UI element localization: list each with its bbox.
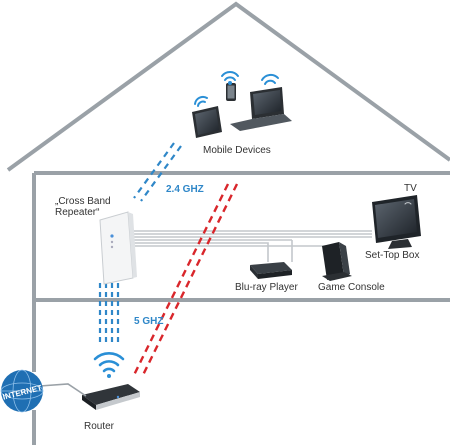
bluray-label: Blu-ray Player [235, 282, 298, 293]
phone-icon [226, 83, 236, 101]
tv-icon [372, 195, 421, 249]
wifi-icon [221, 71, 239, 85]
internet-cable [39, 383, 87, 397]
wifi-icon [93, 352, 125, 378]
router-label: Router [84, 421, 115, 432]
tablet-icon [192, 106, 222, 138]
repeater-label-line1: „Cross Band [55, 196, 111, 207]
wifi-icon [404, 202, 412, 205]
direct-link-dashed [132, 183, 239, 376]
tv-label: TV [404, 183, 417, 194]
set-top-box-label: Set-Top Box [365, 250, 420, 261]
wifi-icon [194, 95, 208, 107]
game-console-icon [322, 242, 352, 281]
band-5-link [98, 283, 120, 346]
mobile-devices-label: Mobile Devices [203, 145, 271, 156]
house-outline [6, 1, 450, 445]
band-24-link [133, 142, 182, 202]
repeater-label-line2: Repeater“ [55, 207, 100, 218]
wifi-icon [261, 73, 279, 85]
band-24-label: 2.4 GHZ [166, 184, 204, 195]
globe-icon: INTERNET [0, 369, 44, 413]
repeater-device [99, 211, 137, 285]
router-icon [82, 384, 140, 410]
bluray-icon [250, 262, 292, 279]
band-5-label: 5 GHZ [134, 316, 164, 327]
game-console-label: Game Console [318, 282, 385, 293]
laptop-icon [230, 87, 292, 131]
